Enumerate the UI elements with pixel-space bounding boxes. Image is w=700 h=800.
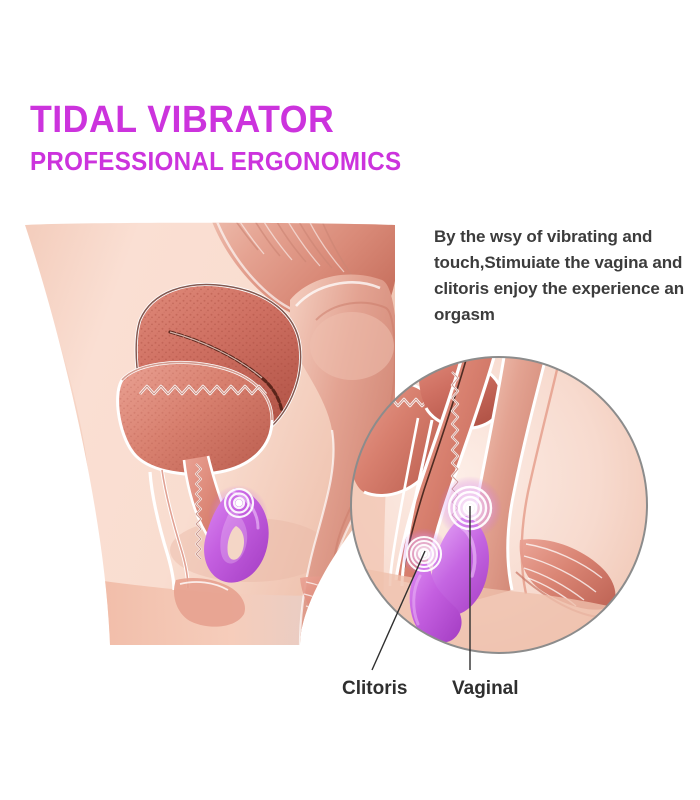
anatomy-svg <box>25 222 648 671</box>
description-text: By the wsy of vibrating and touch,Stimui… <box>434 227 685 324</box>
anatomy-illustration <box>0 180 700 700</box>
leader-line-clitoris <box>371 550 426 671</box>
vibrator-device-inset <box>400 476 502 643</box>
callout-label-clitoris: Clitoris <box>342 678 408 699</box>
inset-circle-border <box>350 356 648 654</box>
magnified-inset <box>350 356 648 654</box>
vibrator-device-main <box>204 485 269 583</box>
callout-label-vaginal: Vaginal <box>452 678 519 699</box>
page-subtitle: PROFESSIONAL ERGONOMICS <box>30 146 402 176</box>
callout-leader-lines <box>371 506 471 671</box>
heading-block: TIDAL VIBRATOR PROFESSIONAL ERGONOMICS <box>30 100 450 176</box>
main-anatomy-figure <box>25 222 395 645</box>
page-title: TIDAL VIBRATOR <box>30 99 335 141</box>
